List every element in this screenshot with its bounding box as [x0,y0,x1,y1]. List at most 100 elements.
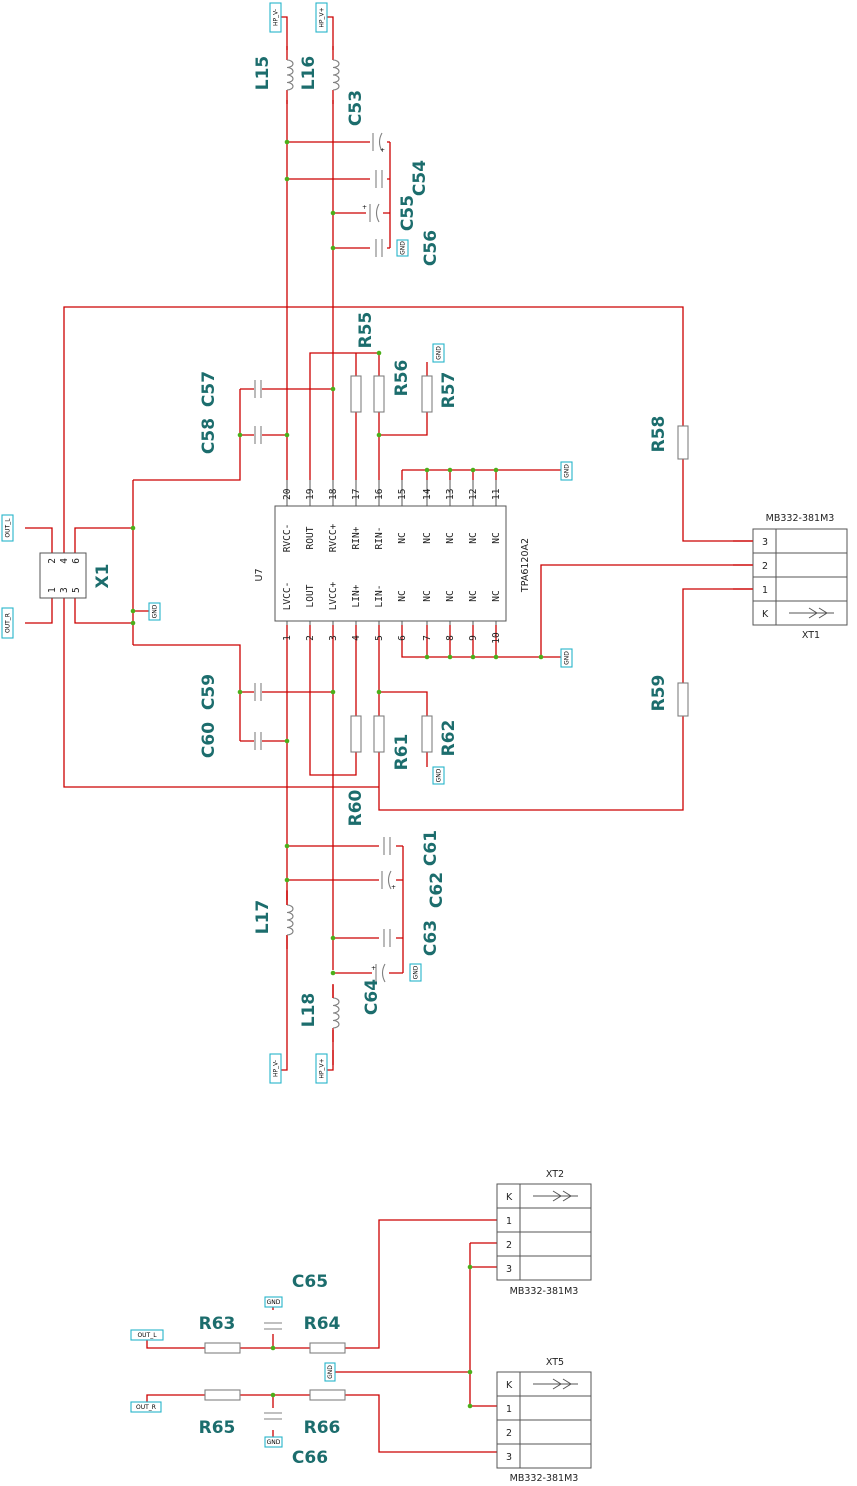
port-hp-vp-bottom-label: HP_V+ [319,1058,326,1078]
chip-pin-name-18: RVCC+ [328,523,339,552]
port-gnd-r57: GND [432,343,445,363]
port-out-l: OUT_L [130,1329,164,1341]
inductor-l18 [332,984,340,1042]
connector-xt2-row-1: 1 [506,1216,512,1227]
connector-xt1-row-3: 3 [762,537,768,548]
capacitor-c63 [383,929,391,947]
port-gnd-xt-label: GND [327,1365,334,1379]
x1-pin-3: 3 [59,587,70,593]
chip-pin-name-3: LVCC+ [328,581,339,610]
capacitor-c58 [254,426,262,444]
chip-pin-name-4: LIN+ [351,584,362,607]
chip-pin-name-20: RVCC- [282,524,293,553]
port-hp-vp-top-label: HP_V+ [319,7,326,27]
connector-xt1-part: MB332-381M3 [766,513,835,524]
connector-xt2-ref: XT2 [546,1169,564,1180]
capacitor-c64-plus: + [371,965,376,972]
junction-dot [467,1264,473,1270]
label-r64: R64 [304,1314,341,1334]
junction-dot [493,654,499,660]
junction-dot [330,386,336,392]
label-c57: C57 [199,371,219,407]
chip-bottom-pins: 1LVCC-2LOUT3LVCC+4LIN+5LIN-6NC7NC8NC9NC1… [282,581,502,643]
label-l17: L17 [253,900,273,935]
chip-pin-name-14: NC [422,532,433,543]
port-gnd-c65: GND [264,1296,283,1308]
resistor-r61 [373,715,385,753]
x1-pin-2: 2 [47,558,58,564]
resistor-r55 [350,375,362,413]
port-gnd-nc-bottom-label: GND [564,651,571,665]
label-r55: R55 [356,312,376,349]
junction-dot [284,139,290,145]
label-c66: C66 [292,1448,328,1468]
port-out-l-label: OUT_L [137,1332,157,1339]
capacitors: ++++ [254,132,396,1420]
chip-pin-name-9: NC [468,590,479,601]
chip-pin-num-3: 3 [328,635,339,641]
port-gnd-c56: GND [396,239,409,257]
port-out-l-x1-label: OUT_L [5,518,12,538]
label-c53: C53 [346,90,366,126]
junction-dot [284,738,290,744]
chip-pin-num-12: 12 [468,489,479,500]
label-r61: R61 [392,734,412,771]
resistor-r63 [204,1342,241,1354]
port-out-r-x1: OUT_R [1,607,14,639]
chip-pin-name-12: NC [468,532,479,543]
junction-dot [447,467,453,473]
x1-pin-5: 5 [71,587,82,593]
connector-xt2-row-3: 3 [506,1264,512,1275]
label-c64: C64 [362,979,382,1015]
chip-pin-num-13: 13 [445,489,456,500]
capacitor-c53: + [372,132,385,154]
chip-pin-name-17: RIN+ [351,526,362,549]
junction-dot [470,467,476,473]
junction-dot [284,176,290,182]
port-tags: HP_V-HP_V+GNDGNDGNDOUT_LOUT_RGNDGNDGNDGN… [1,2,573,1448]
port-gnd-c66-label: GND [267,1439,281,1446]
junction-dot [237,432,243,438]
label-r65: R65 [199,1418,236,1438]
port-gnd-nc-bottom: GND [560,648,573,668]
port-gnd-xt: GND [324,1362,336,1382]
connector-xt1-row-K: K [762,609,769,620]
connector-xt1-ref: XT1 [802,630,820,641]
chip-pin-num-6: 6 [397,635,408,641]
port-gnd-r62: GND [432,766,445,785]
label-r62: R62 [439,720,459,757]
capacitor-c56 [375,239,383,257]
chip-pin-num-14: 14 [422,488,433,500]
chip-ref: U7 [254,569,265,582]
x1-pin-6: 6 [71,558,82,564]
junction-dot [130,608,136,614]
chip-pin-name-8: NC [445,590,456,601]
label-r58: R58 [649,416,669,453]
resistor-r57 [421,375,433,413]
x1-ref: X1 [93,564,113,589]
label-r63: R63 [199,1314,236,1334]
chip-pin-num-10: 10 [491,632,502,644]
chip-pin-name-19: ROUT [305,526,316,549]
connector-xt2-part: MB332-381M3 [510,1286,579,1297]
chip-pin-name-7: NC [422,590,433,601]
junction-dot [376,350,382,356]
junction-dot [493,467,499,473]
junction-dot [330,210,336,216]
junction-dot [538,654,544,660]
chip-pin-num-4: 4 [351,635,362,641]
capacitor-c64: + [371,963,386,983]
port-out-r-x1-label: OUT_R [5,613,12,633]
label-c54: C54 [410,160,430,196]
resistor-r65 [204,1389,241,1401]
chip-pin-num-18: 18 [328,488,339,500]
junction-dot [237,689,243,695]
junction-dot [330,935,336,941]
port-gnd-c64-label: GND [413,965,420,979]
junction-dot [376,432,382,438]
port-out-r: OUT_R [130,1401,162,1413]
junction-dot [424,467,430,473]
inductors [281,16,340,1071]
